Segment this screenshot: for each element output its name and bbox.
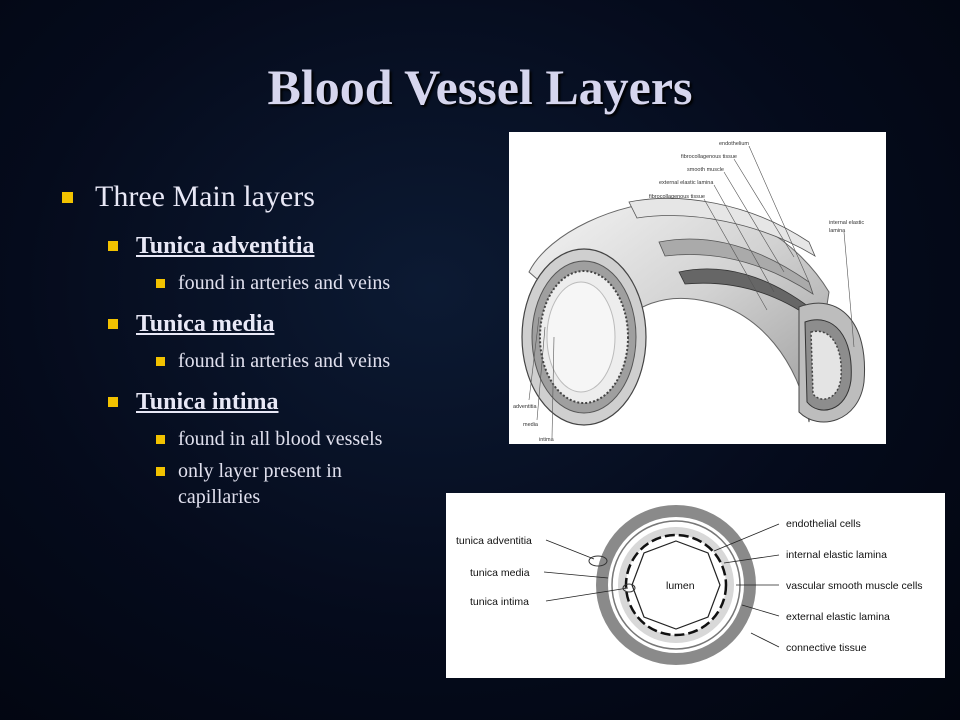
label-connective-tissue: connective tissue (786, 642, 867, 654)
label-lamina: lamina (829, 228, 846, 234)
label-smooth-muscle: smooth muscle (687, 167, 724, 173)
bullet-list: Three Main layers Tunica adventitia foun… (60, 176, 480, 516)
label-external-elastic-lamina-2: external elastic lamina (786, 611, 890, 623)
bullet-marker (156, 357, 165, 366)
label-tunica-adventitia: tunica adventitia (456, 535, 532, 547)
bullet-text: found in arteries and veins (178, 350, 391, 372)
bullet-text: only layer present in capillaries (178, 460, 342, 508)
bullet-adventitia-detail: found in arteries and veins (60, 270, 480, 296)
bullet-text: Three Main layers (95, 180, 315, 213)
bullet-marker (156, 435, 165, 444)
bullet-intima-detail-1: found in all blood vessels (60, 426, 480, 452)
bullet-marker (108, 241, 118, 251)
vessel-cutaway-illustration: endothelium fibrocollagenous tissue smoo… (513, 141, 866, 443)
bullet-tunica-intima: Tunica intima (60, 380, 480, 424)
bullet-marker (108, 397, 118, 407)
bullet-intima-detail-2: only layer present in capillaries (60, 458, 368, 510)
bullet-marker (62, 192, 73, 203)
label-tunica-media: tunica media (470, 567, 530, 579)
vessel-cross-section-illustration: tunica adventitia tunica media tunica in… (456, 505, 923, 665)
bullet-tunica-adventitia: Tunica adventitia (60, 224, 480, 268)
label-internal-elastic: internal elastic (829, 220, 864, 226)
bullet-text: found in all blood vessels (178, 428, 383, 450)
bullet-text: found in arteries and veins (178, 272, 391, 294)
label-fibrocollagenous-tissue: fibrocollagenous tissue (681, 154, 737, 160)
bullet-media-detail: found in arteries and veins (60, 348, 480, 374)
label-vascular-smooth-muscle-cells: vascular smooth muscle cells (786, 580, 923, 592)
bullet-marker (108, 319, 118, 329)
bullet-text: Tunica intima (136, 389, 279, 415)
label-adventitia: adventitia (513, 404, 537, 410)
bullet-text: Tunica media (136, 311, 275, 337)
label-tunica-intima: tunica intima (470, 596, 529, 608)
label-endothelium: endothelium (719, 141, 749, 147)
label-media: media (523, 422, 539, 428)
vessel-cross-section-figure: tunica adventitia tunica media tunica in… (446, 493, 945, 678)
bullet-text: Tunica adventitia (136, 233, 315, 259)
label-intima: intima (539, 437, 555, 443)
label-internal-elastic-lamina: internal elastic lamina (786, 549, 887, 561)
bullet-marker (156, 279, 165, 288)
vessel-cutaway-figure: endothelium fibrocollagenous tissue smoo… (509, 132, 886, 444)
label-lumen: lumen (666, 580, 695, 592)
slide-title: Blood Vessel Layers (267, 59, 693, 115)
label-fibrocollagenous-tissue-2: fibrocollagenous tissue (649, 194, 705, 200)
bullet-tunica-media: Tunica media (60, 302, 480, 346)
bullet-marker (156, 467, 165, 476)
label-external-elastic-lamina: external elastic lamina (659, 180, 714, 186)
bullet-three-main-layers: Three Main layers (60, 176, 480, 218)
label-endothelial-cells: endothelial cells (786, 518, 861, 530)
